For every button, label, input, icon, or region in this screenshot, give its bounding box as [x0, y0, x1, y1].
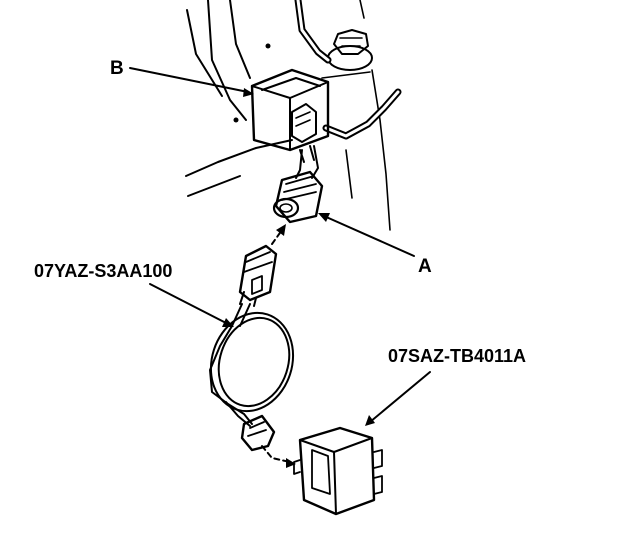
tester-cable-coil	[209, 303, 295, 427]
leader-unit	[365, 371, 431, 426]
mounting-bolt-icon	[327, 29, 373, 71]
leader-tester-cable	[149, 283, 234, 327]
unit-plug	[240, 414, 296, 468]
connect-arrow	[271, 224, 286, 245]
tester-cable-plug	[238, 244, 278, 307]
leader-b	[129, 67, 254, 97]
unit-box	[293, 426, 383, 516]
leader-a	[318, 213, 415, 257]
wire-harness	[294, 0, 402, 140]
body-panel	[185, 0, 391, 231]
connector-a	[272, 170, 324, 224]
label-unit: 07SAZ-TB4011A	[388, 346, 526, 366]
label-tester-cable: 07YAZ-S3AA100	[34, 261, 172, 281]
label-a: A	[418, 256, 432, 277]
connector-b	[250, 68, 330, 163]
label-b: B	[110, 58, 124, 79]
